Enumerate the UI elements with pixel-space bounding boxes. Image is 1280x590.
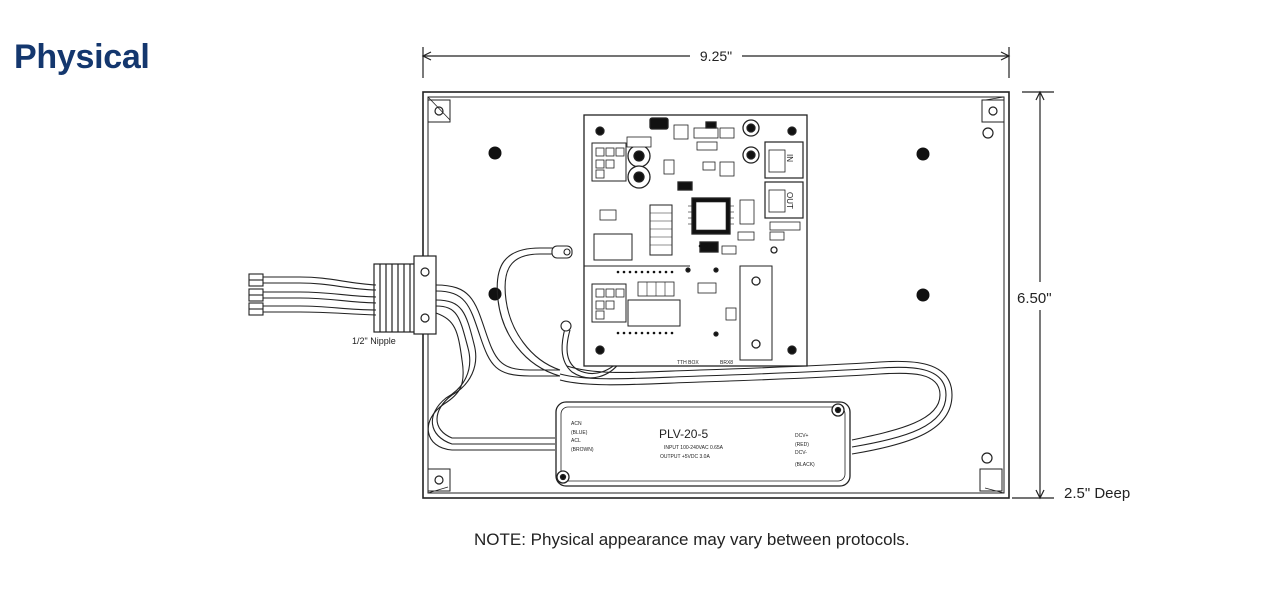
psu-left-terminal-2: (BLUE) [571, 430, 588, 436]
note-text: NOTE: Physical appearance may vary betwe… [474, 530, 910, 549]
nipple-label: 1/2" Nipple [352, 336, 396, 346]
pcb-silkscreen-right: BRX8 [720, 360, 733, 366]
cable-nipple [373, 255, 437, 335]
psu-left-terminal-1: ACN [571, 421, 582, 427]
pcb-header-pins [616, 244, 714, 335]
psu-left-terminal-4: (BROWN) [571, 447, 594, 453]
psu-left-terminal-3: ACL [571, 438, 581, 444]
controller-pcb [583, 114, 808, 367]
psu-right-terminal-1: DCV+ [795, 433, 809, 439]
depth-label: 2.5" Deep [1064, 485, 1130, 502]
external-wires [248, 273, 377, 316]
psu-right-terminal-3: DCV- [795, 450, 807, 456]
mounting-holes [488, 146, 930, 302]
width-label: 9.25" [700, 48, 732, 64]
height-dimension [1012, 90, 1054, 500]
power-supply [555, 401, 851, 487]
port-out-label: OUT [785, 192, 794, 209]
height-label: 6.50" [1017, 290, 1052, 307]
psu-right-terminal-4: (BLACK) [795, 462, 815, 468]
section-heading: Physical [14, 38, 150, 76]
internal-wiring [427, 247, 953, 455]
port-in-label: IN [785, 154, 794, 162]
psu-model: PLV-20-5 [659, 427, 708, 441]
pcb-silkscreen-left: TTH BOX [677, 360, 699, 366]
psu-right-terminal-2: (RED) [795, 442, 809, 448]
psu-output-spec: OUTPUT +5VDC 3.0A [660, 454, 710, 460]
psu-input-spec: INPUT 100-240VAC 0.65A [664, 445, 724, 451]
width-dimension [421, 47, 1011, 78]
